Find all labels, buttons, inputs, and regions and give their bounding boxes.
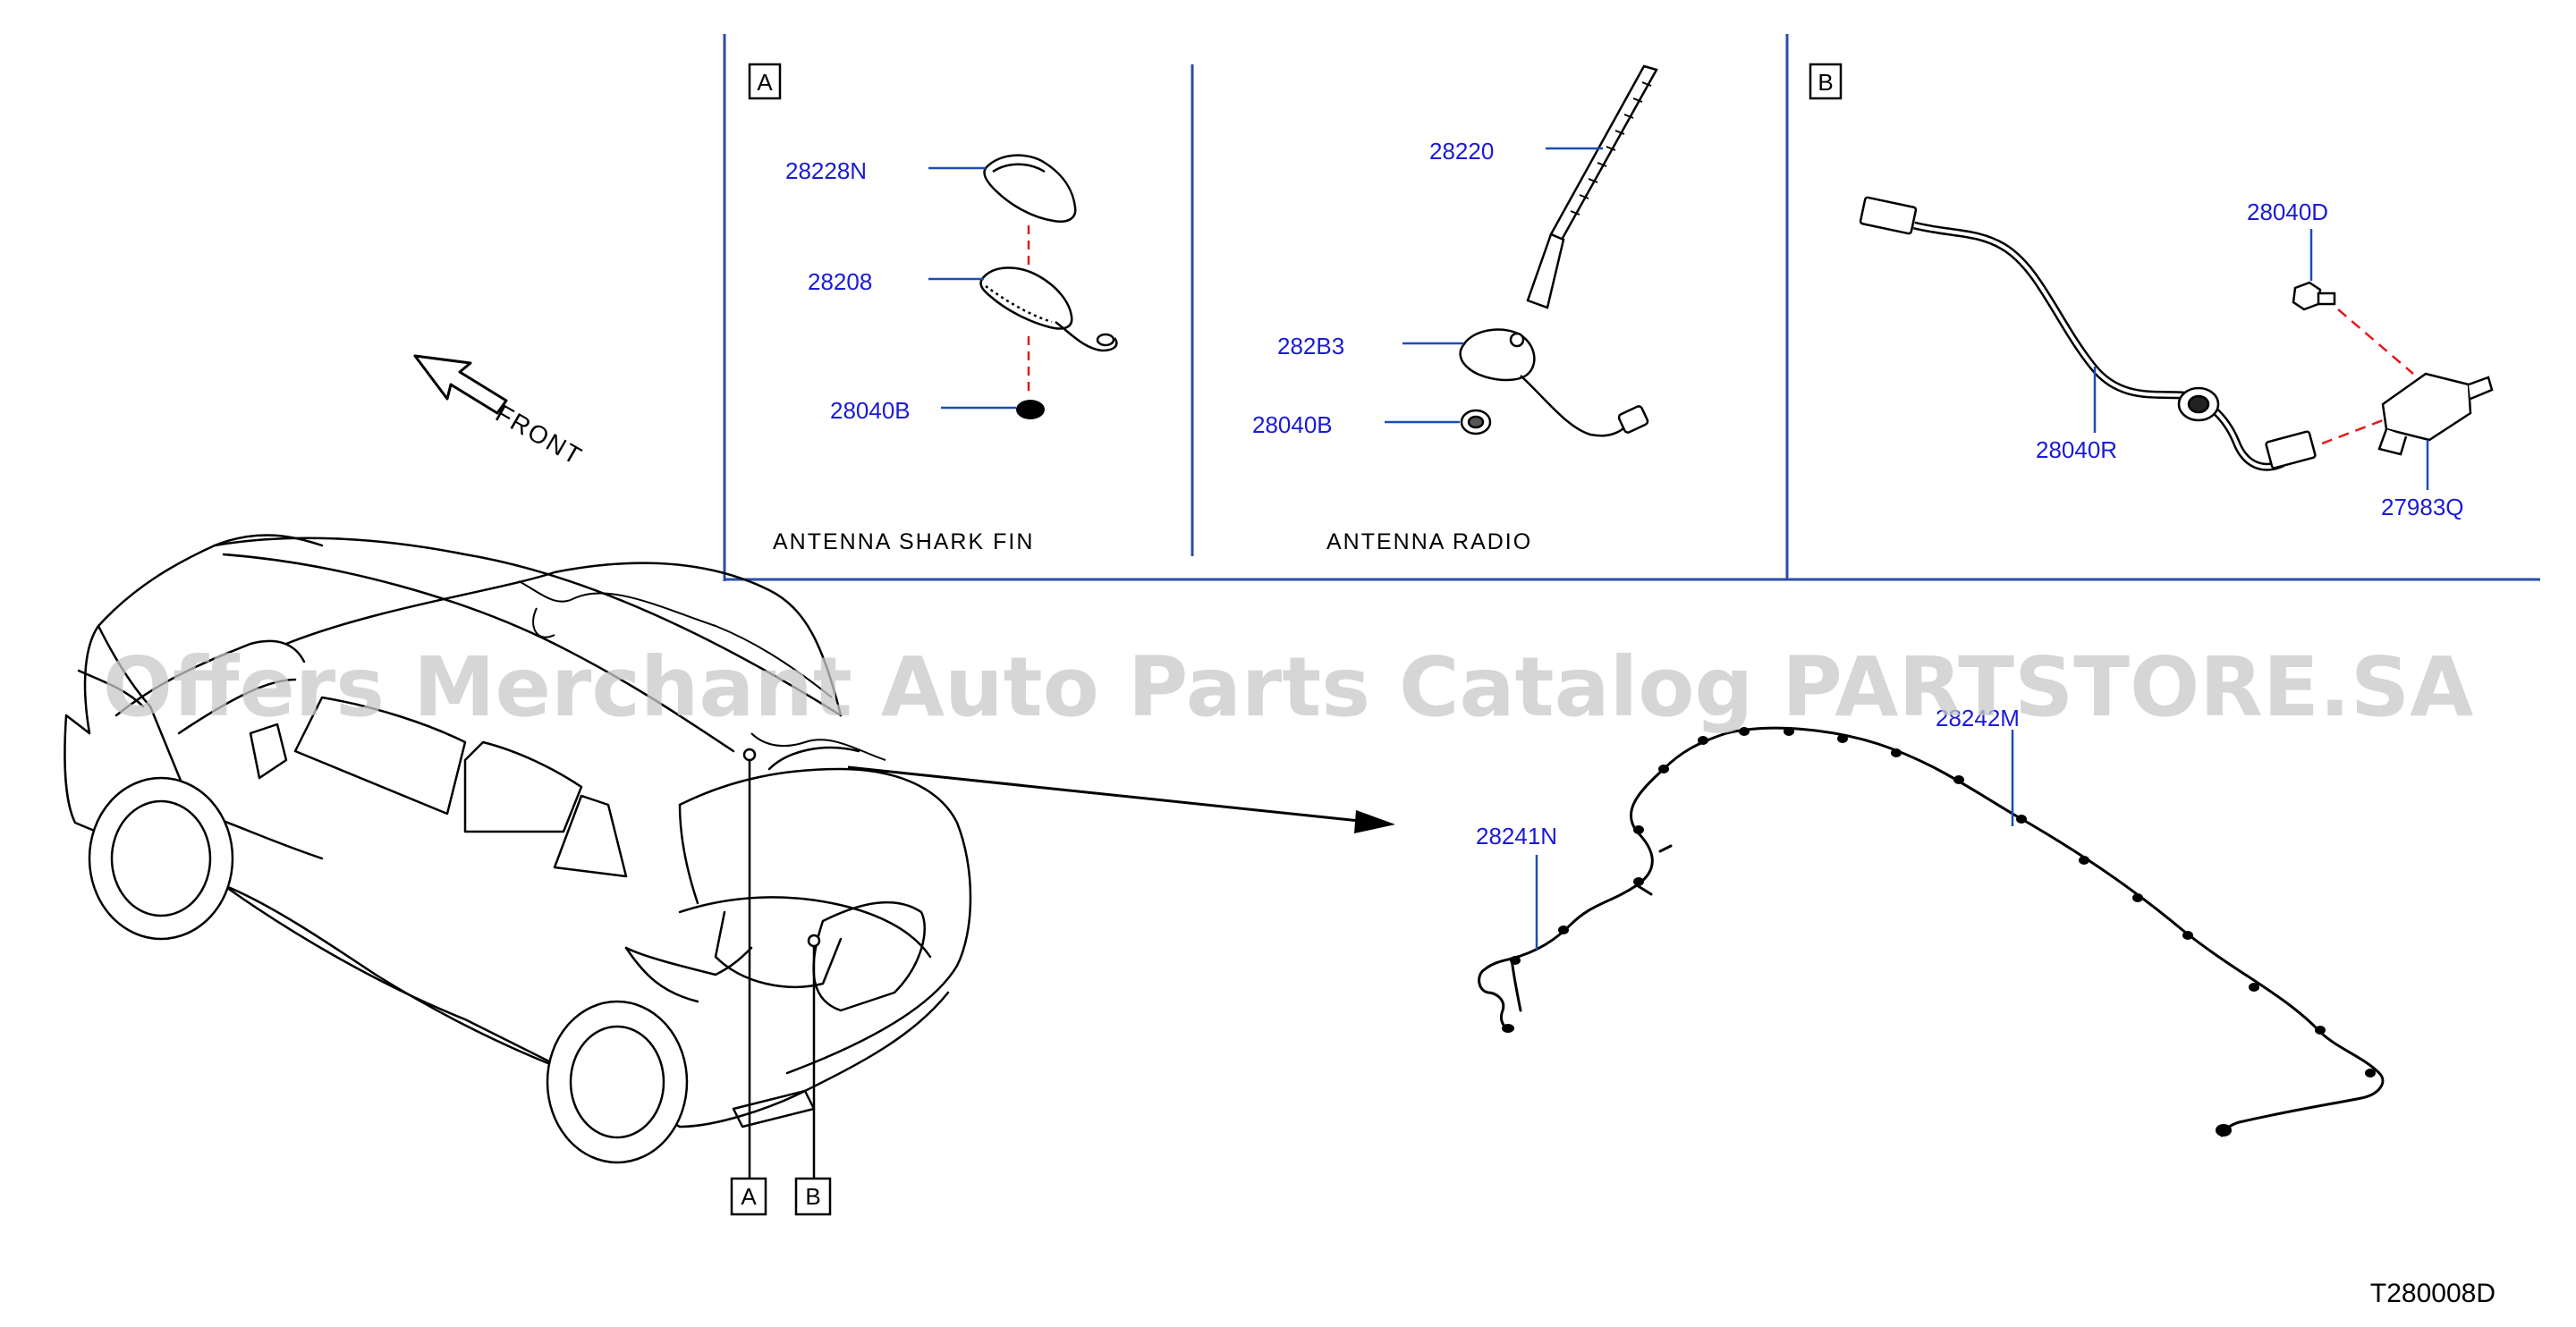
grommet-28040B-shark	[1016, 400, 1045, 419]
bracket-27983Q	[2377, 372, 2494, 456]
frame-box-b: B	[1809, 63, 1843, 100]
diagram-id: T280008D	[2370, 1279, 2496, 1308]
label-28040B-radio: 28040B	[1252, 411, 1333, 438]
label-28040R: 28040R	[2036, 436, 2117, 463]
radio-antenna-rod-28220	[1526, 64, 1658, 309]
grommet-28040B-radio	[1460, 409, 1492, 435]
radio-antenna-leaders	[1385, 147, 1603, 424]
caption-antenna-shark-fin: ANTENNA SHARK FIN	[773, 529, 1034, 554]
vehicle-box-a-letter: A	[741, 1183, 757, 1210]
feeder-cable-28040R	[1859, 196, 2317, 471]
label-28040B-shark: 28040B	[830, 397, 911, 424]
rear-wheel	[546, 1000, 689, 1164]
roof-harness-28241N-28242M	[1478, 726, 2385, 1137]
radio-antenna-base-282B3	[1459, 328, 1649, 437]
inset-frames	[723, 34, 2540, 581]
label-28208: 28208	[808, 268, 872, 295]
vehicle-box-b: B	[794, 1177, 832, 1216]
frame-box-a-letter: A	[757, 69, 773, 96]
label-28220: 28220	[1429, 138, 1494, 165]
feeder-leaders	[2093, 229, 2429, 490]
watermark-text: Offers Merchant Auto Parts Catalog PARTS…	[103, 639, 2474, 735]
bolt-28040D	[2292, 281, 2336, 311]
feeder-dashed-links	[2321, 309, 2414, 445]
shark-fin-base-28208	[979, 266, 1118, 352]
frame-box-a: A	[748, 63, 782, 100]
roof-harness-on-vehicle	[518, 580, 886, 761]
front-wheel	[88, 776, 234, 941]
vehicle-box-a: A	[730, 1177, 767, 1216]
label-28242M: 28242M	[1936, 705, 2020, 731]
label-282B3: 282B3	[1277, 333, 1344, 359]
label-28040D: 28040D	[2247, 199, 2328, 225]
vehicle-callout-lines	[742, 748, 821, 1179]
harness-leaders	[1535, 730, 2014, 950]
caption-antenna-radio: ANTENNA RADIO	[1326, 529, 1532, 554]
harness-clips	[1502, 727, 2376, 1137]
shark-fin-leaders	[928, 166, 1016, 410]
vehicle-box-b-letter: B	[805, 1183, 820, 1210]
label-28241N: 28241N	[1476, 823, 1557, 849]
front-label: FRONT	[491, 399, 588, 470]
front-arrow-icon	[413, 354, 508, 415]
shark-fin-cover-28228N	[983, 154, 1077, 223]
pointer-arrow	[847, 765, 1395, 833]
label-27983Q: 27983Q	[2381, 494, 2464, 520]
label-28228N: 28228N	[785, 157, 867, 184]
frame-box-b-letter: B	[1818, 69, 1833, 96]
